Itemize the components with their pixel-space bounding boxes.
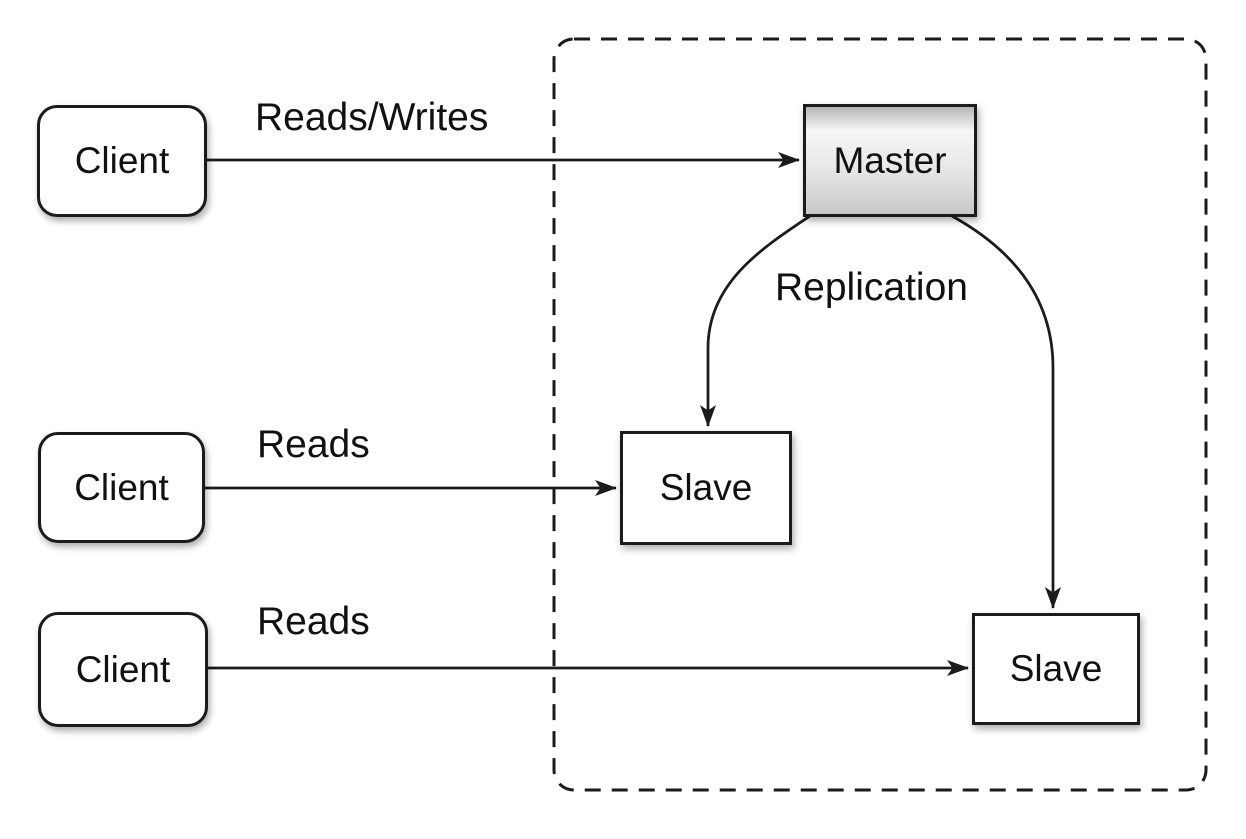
node-client-1: Client bbox=[37, 105, 207, 217]
node-master-label: Master bbox=[833, 139, 947, 181]
edge-label-reads-writes: Reads/Writes bbox=[255, 96, 489, 139]
node-client-2-label: Client bbox=[74, 466, 169, 508]
node-slave-1-label: Slave bbox=[659, 467, 753, 508]
node-master: Master bbox=[803, 104, 977, 217]
cluster-dashed-border bbox=[552, 37, 1208, 792]
node-client-3: Client bbox=[38, 612, 208, 727]
edge-label-replication: Replication bbox=[775, 266, 968, 309]
edge-replication-left-arrow bbox=[700, 214, 811, 427]
edge-label-reads-bottom: Reads bbox=[257, 600, 370, 643]
node-slave-2-label: Slave bbox=[1009, 648, 1103, 689]
node-client-1-label: Client bbox=[74, 140, 170, 181]
edge-label-reads-top: Reads bbox=[257, 423, 370, 466]
node-slave-1: Slave bbox=[620, 431, 792, 545]
node-client-3-label: Client bbox=[75, 648, 171, 690]
node-slave-2: Slave bbox=[972, 613, 1140, 725]
edge-replication-right-arrow bbox=[951, 214, 1061, 609]
node-client-2: Client bbox=[38, 432, 205, 543]
